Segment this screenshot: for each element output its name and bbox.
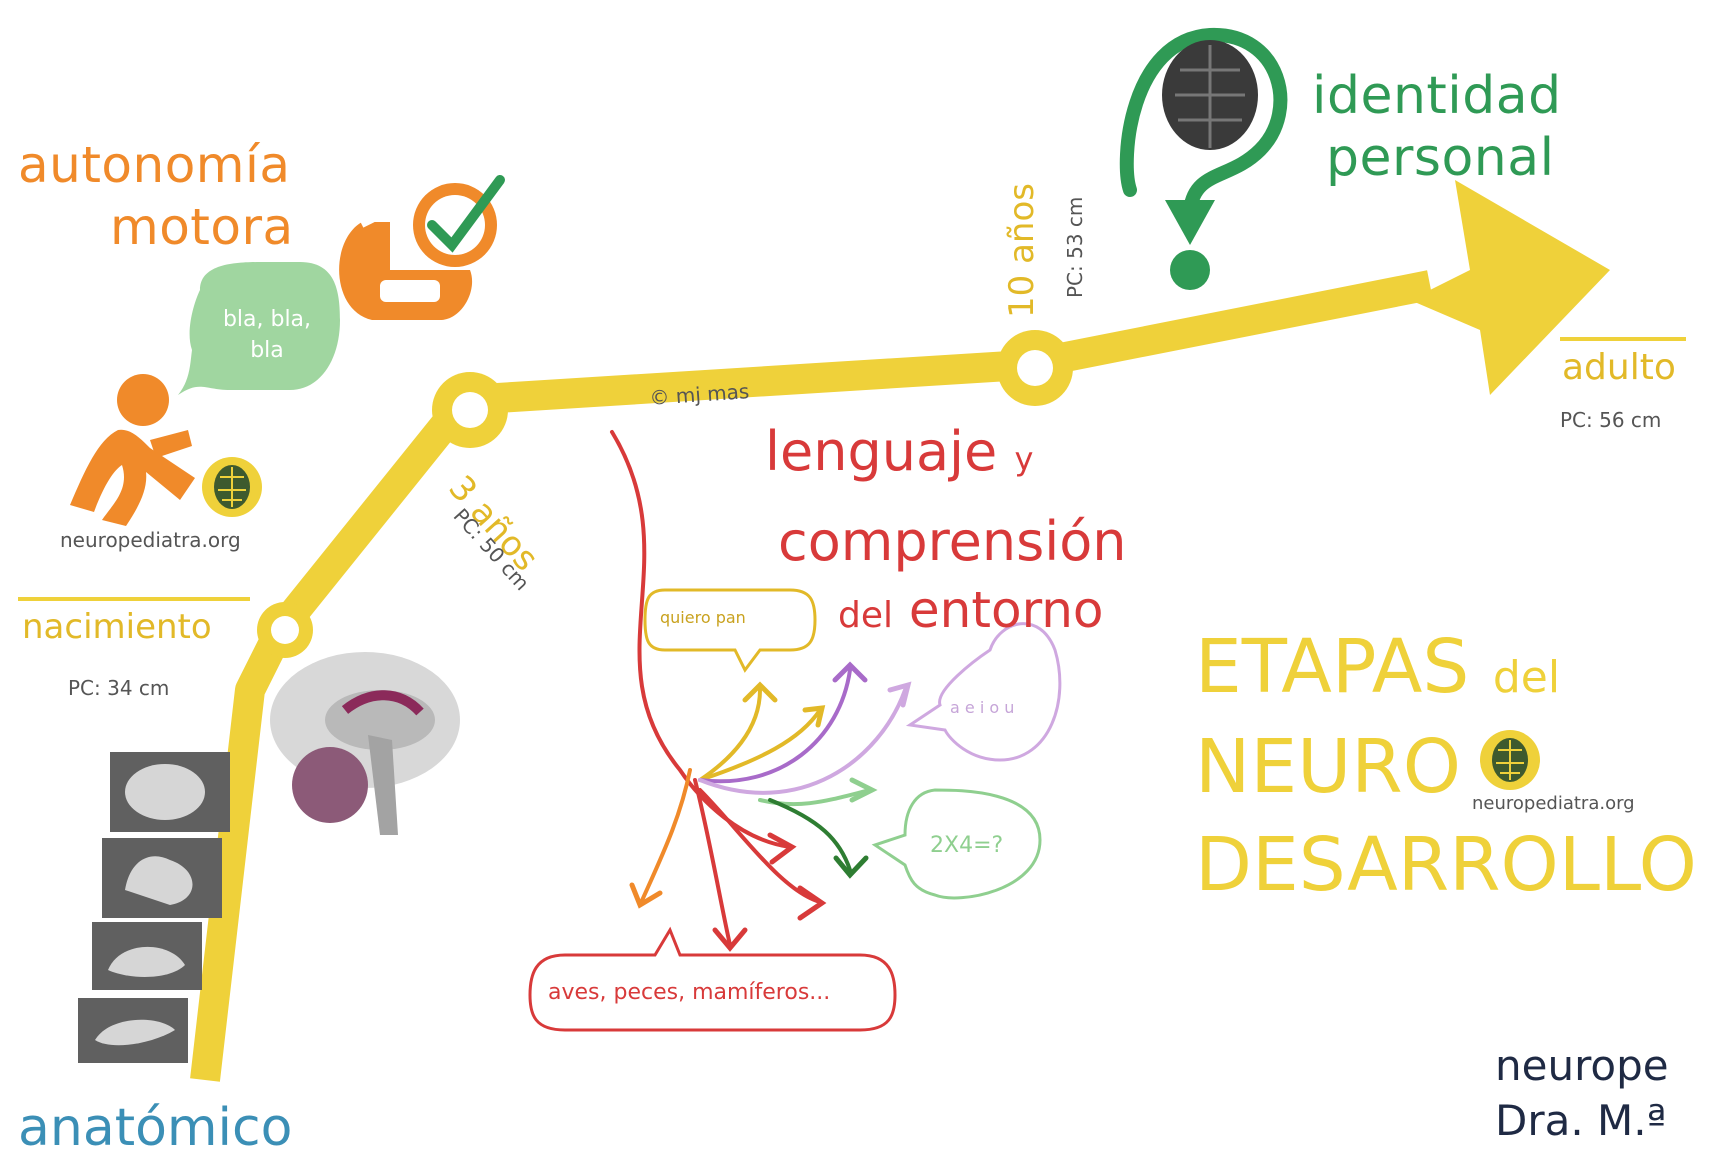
autonomia-heading-line1: autonomía [18, 136, 291, 194]
adulto-bar [1560, 337, 1686, 341]
potty-icon [339, 183, 497, 320]
bla-speech-bubble [178, 262, 340, 395]
desarrollo-title: DESARROLLO [1195, 822, 1697, 908]
animals-bubble [528, 926, 897, 1032]
identity-question-icon [1119, 27, 1288, 290]
entorno-word: entorno [908, 581, 1104, 639]
milestone-nacimiento-pc: PC: 34 cm [68, 676, 170, 700]
nacimiento-bar [18, 597, 250, 601]
embryo-stages [78, 752, 230, 1063]
node-nacimiento-inner [271, 616, 299, 644]
brand-small-text: neuropediatra.org [60, 528, 241, 552]
vowels-text: a e i o u [950, 698, 1015, 717]
timeline-path [190, 270, 1433, 1082]
identidad-heading-line1: identidad [1312, 66, 1562, 126]
etapas-del: del [1492, 652, 1561, 703]
entorno-del: del [838, 595, 894, 636]
vowels-bubble [905, 622, 1062, 762]
math-bubble [871, 788, 1042, 900]
animals-text: aves, peces, mamíferos... [548, 980, 831, 1005]
etapas-word: ETAPAS [1195, 624, 1470, 710]
identidad-heading-line2: personal [1326, 128, 1555, 188]
node-3-anos-inner [452, 392, 488, 428]
comprension-heading: comprensión [778, 510, 1127, 573]
brain-logo-small [202, 457, 262, 517]
timeline-arrowhead [1410, 180, 1610, 395]
checkmark-icon [427, 175, 505, 253]
lenguaje-word: lenguaje [765, 420, 998, 483]
language-arrowheads [629, 661, 912, 952]
entorno-heading: del entorno [838, 585, 1104, 635]
lenguaje-heading: lenguaje y [765, 425, 1033, 479]
brain-section-icon [270, 652, 460, 835]
milestone-nacimiento-label: nacimiento [22, 607, 212, 647]
neuro-title: NEURO [1195, 724, 1461, 810]
quiero-pan-bubble [643, 588, 817, 673]
milestone-adulto-label: adulto [1562, 347, 1676, 388]
milestone-10-anos-label: 10 años [1002, 183, 1042, 318]
etapas-title: ETAPAS del [1195, 630, 1560, 704]
node-10-anos-inner [1017, 350, 1053, 386]
brand-right-text: neuropediatra.org [1472, 793, 1635, 814]
running-child-icon [70, 374, 195, 526]
milestone-10-anos-pc: PC: 53 cm [1063, 196, 1087, 298]
autonomia-heading-line2: motora [110, 198, 294, 256]
bla-bla-text: bla, bla, bla [222, 307, 312, 363]
math-text: 2X4=? [930, 833, 1004, 858]
brain-logo-right [1480, 730, 1540, 790]
language-branch-arrows [610, 430, 907, 947]
footer-line2: Dra. M.ª [1495, 1096, 1667, 1145]
milestone-adulto-pc: PC: 56 cm [1560, 408, 1662, 432]
quiero-pan-text: quiero pan [660, 608, 746, 627]
footer-line1: neurope [1495, 1041, 1669, 1090]
lenguaje-y: y [1014, 440, 1034, 478]
anatomico-heading: anatómico [18, 1098, 293, 1158]
